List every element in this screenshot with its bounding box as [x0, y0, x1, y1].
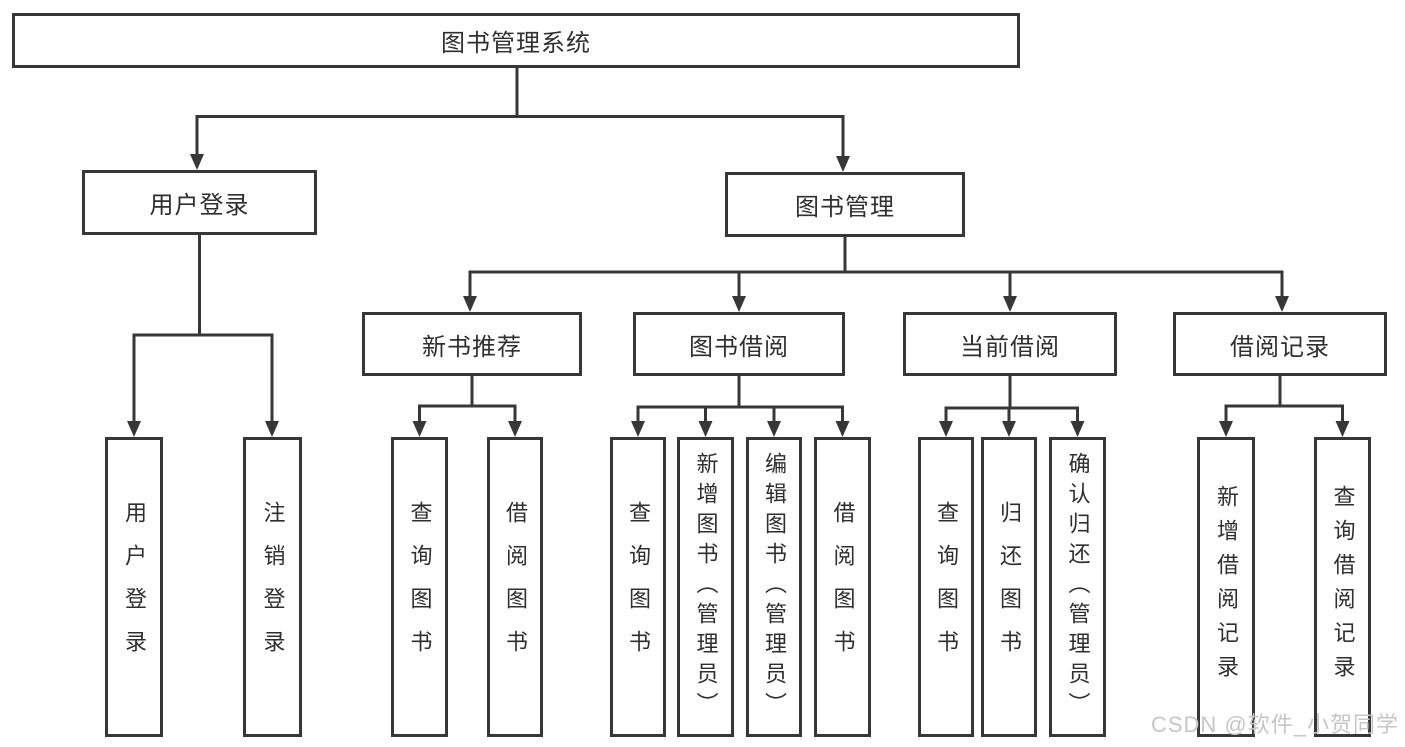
arrow-v9 — [939, 421, 953, 437]
node-book-borrow-label: 图书借阅 — [689, 333, 789, 361]
leaf-add-borrow-record: 新增借阅记录 — [1197, 437, 1255, 737]
arrow-v7 — [767, 421, 781, 437]
leaf-borrow-books-2-label: 借阅图书 — [830, 501, 856, 673]
csdn-watermark: CSDN @软件_小贺同学 — [1150, 712, 1399, 737]
leaf-edit-book-admin: 编辑图书（管理员） — [746, 437, 802, 737]
node-new-book-recommend: 新书推荐 — [362, 312, 582, 376]
arrow-user-login — [190, 154, 204, 170]
node-user-login: 用户登录 — [82, 170, 317, 235]
leaf-return-book: 归还图书 — [981, 437, 1037, 737]
arrow-v10 — [1002, 421, 1016, 437]
leaf-query-books-1-label: 查询图书 — [407, 501, 433, 673]
leaf-borrow-books-1-label: 借阅图书 — [503, 501, 528, 673]
leaf-confirm-return-admin-label: 确认归还（管理员） — [1065, 452, 1091, 722]
arrow-book-borrow — [732, 296, 746, 312]
leaf-logout: 注销登录 — [243, 437, 302, 737]
leaf-return-book-label: 归还图书 — [997, 501, 1022, 673]
node-root-label: 图书管理系统 — [441, 30, 591, 57]
leaf-query-borrow-record-label: 查询借阅记录 — [1330, 485, 1356, 689]
leaf-user-login-label: 用户登录 — [122, 501, 147, 673]
leaf-borrow-books-1: 借阅图书 — [487, 437, 543, 737]
node-user-login-label: 用户登录 — [149, 192, 250, 219]
arrow-v6 — [698, 421, 713, 437]
leaf-add-book-admin: 新增图书（管理员） — [677, 437, 734, 737]
leaf-query-borrow-record: 查询借阅记录 — [1314, 437, 1371, 737]
arrow-v4 — [508, 421, 522, 437]
leaf-query-books-2-label: 查询图书 — [626, 501, 651, 673]
leaf-logout-label: 注销登录 — [260, 501, 286, 673]
arrow-current-borrow — [1003, 296, 1017, 312]
arrow-v8 — [835, 421, 850, 437]
arrow-v5 — [631, 421, 645, 437]
arrow-leaf-logout — [265, 421, 279, 437]
leaf-query-books-3: 查询图书 — [918, 437, 974, 737]
leaf-query-books-3-label: 查询图书 — [934, 501, 959, 673]
arrow-v11 — [1070, 421, 1085, 437]
leaf-edit-book-admin-label: 编辑图书（管理员） — [762, 452, 787, 722]
arrow-book-mgmt — [836, 156, 850, 172]
leaf-user-login: 用户登录 — [105, 437, 163, 737]
leaf-add-borrow-record-label: 新增借阅记录 — [1214, 485, 1239, 689]
leaf-confirm-return-admin: 确认归还（管理员） — [1049, 437, 1106, 737]
node-book-management: 图书管理 — [725, 172, 965, 237]
leaf-query-books-2: 查询图书 — [610, 437, 666, 737]
node-borrow-records: 借阅记录 — [1173, 312, 1387, 376]
arrow-v12 — [1219, 421, 1233, 437]
node-new-book-recommend-label: 新书推荐 — [422, 333, 522, 361]
connector-paths — [132, 68, 1344, 424]
leaf-add-book-admin-label: 新增图书（管理员） — [693, 452, 719, 722]
arrow-new-book — [463, 296, 477, 312]
arrowheads — [127, 154, 1350, 437]
leaf-borrow-books-2: 借阅图书 — [814, 437, 871, 737]
node-book-borrow: 图书借阅 — [633, 312, 845, 376]
arrow-leaf-login — [127, 421, 141, 437]
arrow-v13 — [1335, 421, 1350, 437]
node-book-management-label: 图书管理 — [795, 194, 895, 221]
leaf-query-books-1: 查询图书 — [391, 437, 448, 737]
node-borrow-records-label: 借阅记录 — [1230, 333, 1330, 361]
node-root: 图书管理系统 — [12, 13, 1020, 68]
node-current-borrow-label: 当前借阅 — [960, 333, 1060, 361]
arrow-borrow-records — [1275, 296, 1289, 312]
arrow-v3 — [412, 421, 427, 437]
node-current-borrow: 当前借阅 — [903, 312, 1117, 376]
